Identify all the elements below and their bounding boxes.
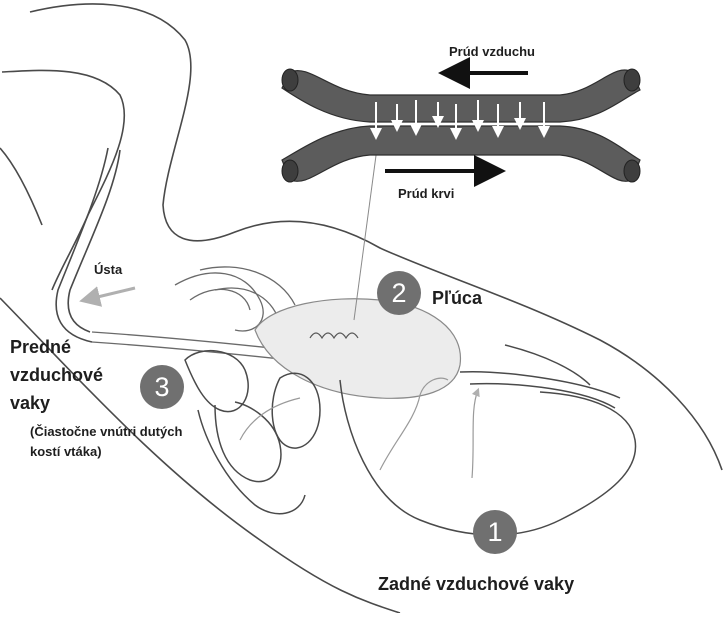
air-capillary <box>282 70 640 122</box>
lung-shape <box>255 299 460 399</box>
gas-exchange-vessel <box>282 69 640 182</box>
anterior-air-sacs-label: Predné vzduchové vaky <box>10 333 140 417</box>
marker-2-lungs: 2 <box>377 271 421 315</box>
posterior-air-sacs-label: Zadné vzduchové vaky <box>378 574 574 595</box>
mouth-arrow <box>85 288 135 300</box>
tube-end-left-top <box>282 69 298 91</box>
blood-flow-label: Prúd krvi <box>398 186 454 201</box>
mouth-label: Ústa <box>94 262 122 277</box>
lungs-label: Pľúca <box>432 288 482 309</box>
tube-end-right-bottom <box>624 160 640 182</box>
tube-end-left-bottom <box>282 160 298 182</box>
marker-3-anterior: 3 <box>140 365 184 409</box>
anterior-air-sacs-note: (Čiastočne vnútri dutých kostí vtáka) <box>30 422 208 462</box>
leader-line <box>354 148 377 320</box>
blood-capillary <box>282 126 640 181</box>
tube-end-right-top <box>624 69 640 91</box>
marker-1-posterior: 1 <box>473 510 517 554</box>
air-flow-label: Prúd vzduchu <box>449 44 535 59</box>
